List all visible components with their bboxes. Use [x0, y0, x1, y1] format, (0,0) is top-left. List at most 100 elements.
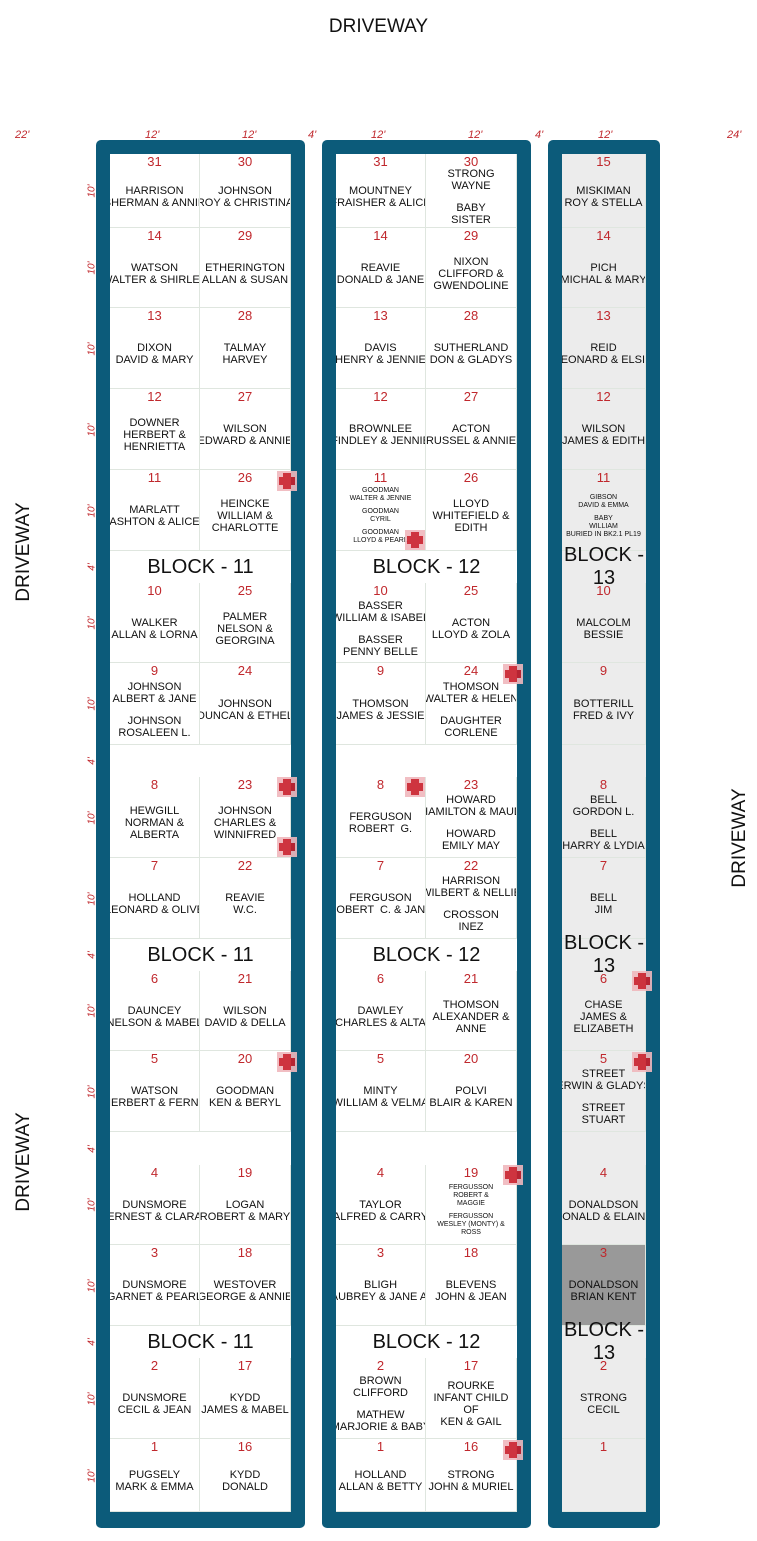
plot-names: STRONG JOHN & MURIEL: [429, 1469, 514, 1493]
plot-number: 2: [599, 1358, 608, 1373]
occupant-name: DAUNCEY NELSON & MABEL: [110, 1004, 200, 1029]
plot-number: 14: [373, 228, 388, 243]
plot-names: WATSON HERBERT & FERNE: [110, 1085, 199, 1109]
plot-number: 9: [376, 663, 385, 678]
occupant-name: HARRISON SHERMAN & ANNIE: [110, 184, 199, 209]
driveway-label-right: DRIVEWAY: [729, 788, 750, 888]
plot-names: FERGUSON ROBERT C. & JANE: [336, 892, 425, 916]
occupant-name: DONALDSON BRIAN KENT: [568, 1279, 639, 1303]
block-label: BLOCK - 11: [147, 555, 254, 578]
plot-names: BROWNLEE FINDLEY & JENNIE: [336, 423, 425, 447]
plot-names: JOHNSON DUNCAN & ETHEL: [200, 698, 290, 722]
occupant-name: JOHNSON CHARLES & WINNIFRED: [213, 805, 277, 841]
plot-number: 12: [373, 389, 388, 404]
occupant-name: REAVIE DONALD & JANE: [336, 261, 425, 286]
plot-number: 4: [599, 1165, 608, 1180]
plot-number: 2: [376, 1358, 385, 1373]
plot-names: JOHNSON ROY & CHRISTINA: [200, 185, 290, 209]
plot-names: HOLLAND LEONARD & OLIVE: [110, 892, 199, 916]
plot-number: 26: [237, 470, 253, 485]
occupant-name: BELL GORDON L.: [572, 794, 635, 818]
plot-names: PICH MICHAL & MARY: [562, 262, 645, 286]
plot-names: STREET ERWIN & GLADYSSTREET STUART: [562, 1068, 645, 1126]
plot-number: 10: [147, 583, 162, 598]
occupant-name: FERGUSON ROBERT G.: [348, 811, 413, 835]
plot-number: 31: [373, 154, 388, 169]
plot-number: 27: [463, 389, 479, 404]
plot-number: 17: [463, 1358, 479, 1373]
plot-number: 26: [463, 470, 479, 485]
occupant-name: HARRISON WILBERT & NELLIE: [426, 875, 516, 899]
dim-gap: 4': [535, 129, 544, 141]
plot-names: REID LEONARD & ELSIE: [562, 342, 645, 366]
plot-names: WALKER ALLAN & LORNA: [111, 617, 197, 641]
plot-number: 16: [237, 1439, 253, 1454]
plot-names: HEWGILL NORMAN & ALBERTA: [125, 805, 184, 841]
plot-names: DUNSMORE GARNET & PEARL: [110, 1279, 199, 1303]
plot-names: PALMER NELSON & GEORGINA: [215, 611, 274, 647]
occupant-name: ETHERINGTON ALLAN & SUSAN: [201, 261, 289, 286]
occupant-name: REAVIE W.C.: [225, 892, 265, 916]
plot-number: 21: [463, 971, 479, 986]
occupant-name: DAWLEY CHARLES & ALTA: [336, 1004, 426, 1029]
occupant-name: NIXON CLIFFORD & GWENDOLINE: [433, 255, 509, 292]
occupant-name: MALCOLM BESSIE: [576, 616, 631, 641]
occupant-name: STRONG JOHN & MURIEL: [428, 1469, 514, 1493]
block-label: BLOCK - 13: [563, 544, 645, 589]
plot-number: 10: [596, 583, 611, 598]
plot-names: HARRISON SHERMAN & ANNIE: [110, 184, 199, 209]
plot-names: ROURKE INFANT CHILD OF KEN & GAIL: [434, 1380, 509, 1428]
occupant-name: MINTY WILLIAM & VELMA: [336, 1085, 426, 1109]
plot-names: ACTON LLOYD & ZOLA: [432, 617, 510, 641]
plot-number: 17: [237, 1358, 253, 1373]
plot-number: 13: [373, 308, 388, 323]
occupant-name: BELL HARRY & LYDIA: [562, 828, 645, 852]
occupant-name: GOODMAN LLOYD & PEARL: [353, 529, 408, 544]
plot-number: 3: [376, 1245, 385, 1260]
occupant-name: JOHNSON ALBERT & JANE: [112, 680, 197, 705]
dim-col: 12': [242, 129, 257, 141]
occupant-name: WESTOVER GEORGE & ANNIE: [200, 1279, 291, 1303]
plot-names: MINTY WILLIAM & VELMA: [336, 1085, 426, 1109]
occupant-name: BABY SISTER: [451, 201, 491, 226]
plot-names: REAVIE W.C.: [225, 892, 265, 916]
plot-names: BLIGH AUBREY & JANE A.: [336, 1279, 425, 1303]
cross-marker: [503, 1440, 523, 1460]
plot-number: 12: [147, 389, 162, 404]
plot-names: WILSON EDWARD & ANNIE: [200, 423, 290, 447]
occupant-name: WALKER ALLAN & LORNA: [111, 616, 198, 641]
plot-names: NIXON CLIFFORD & GWENDOLINE: [433, 256, 508, 292]
block-12-area: [336, 154, 517, 1512]
plot-number: 23: [237, 777, 253, 792]
